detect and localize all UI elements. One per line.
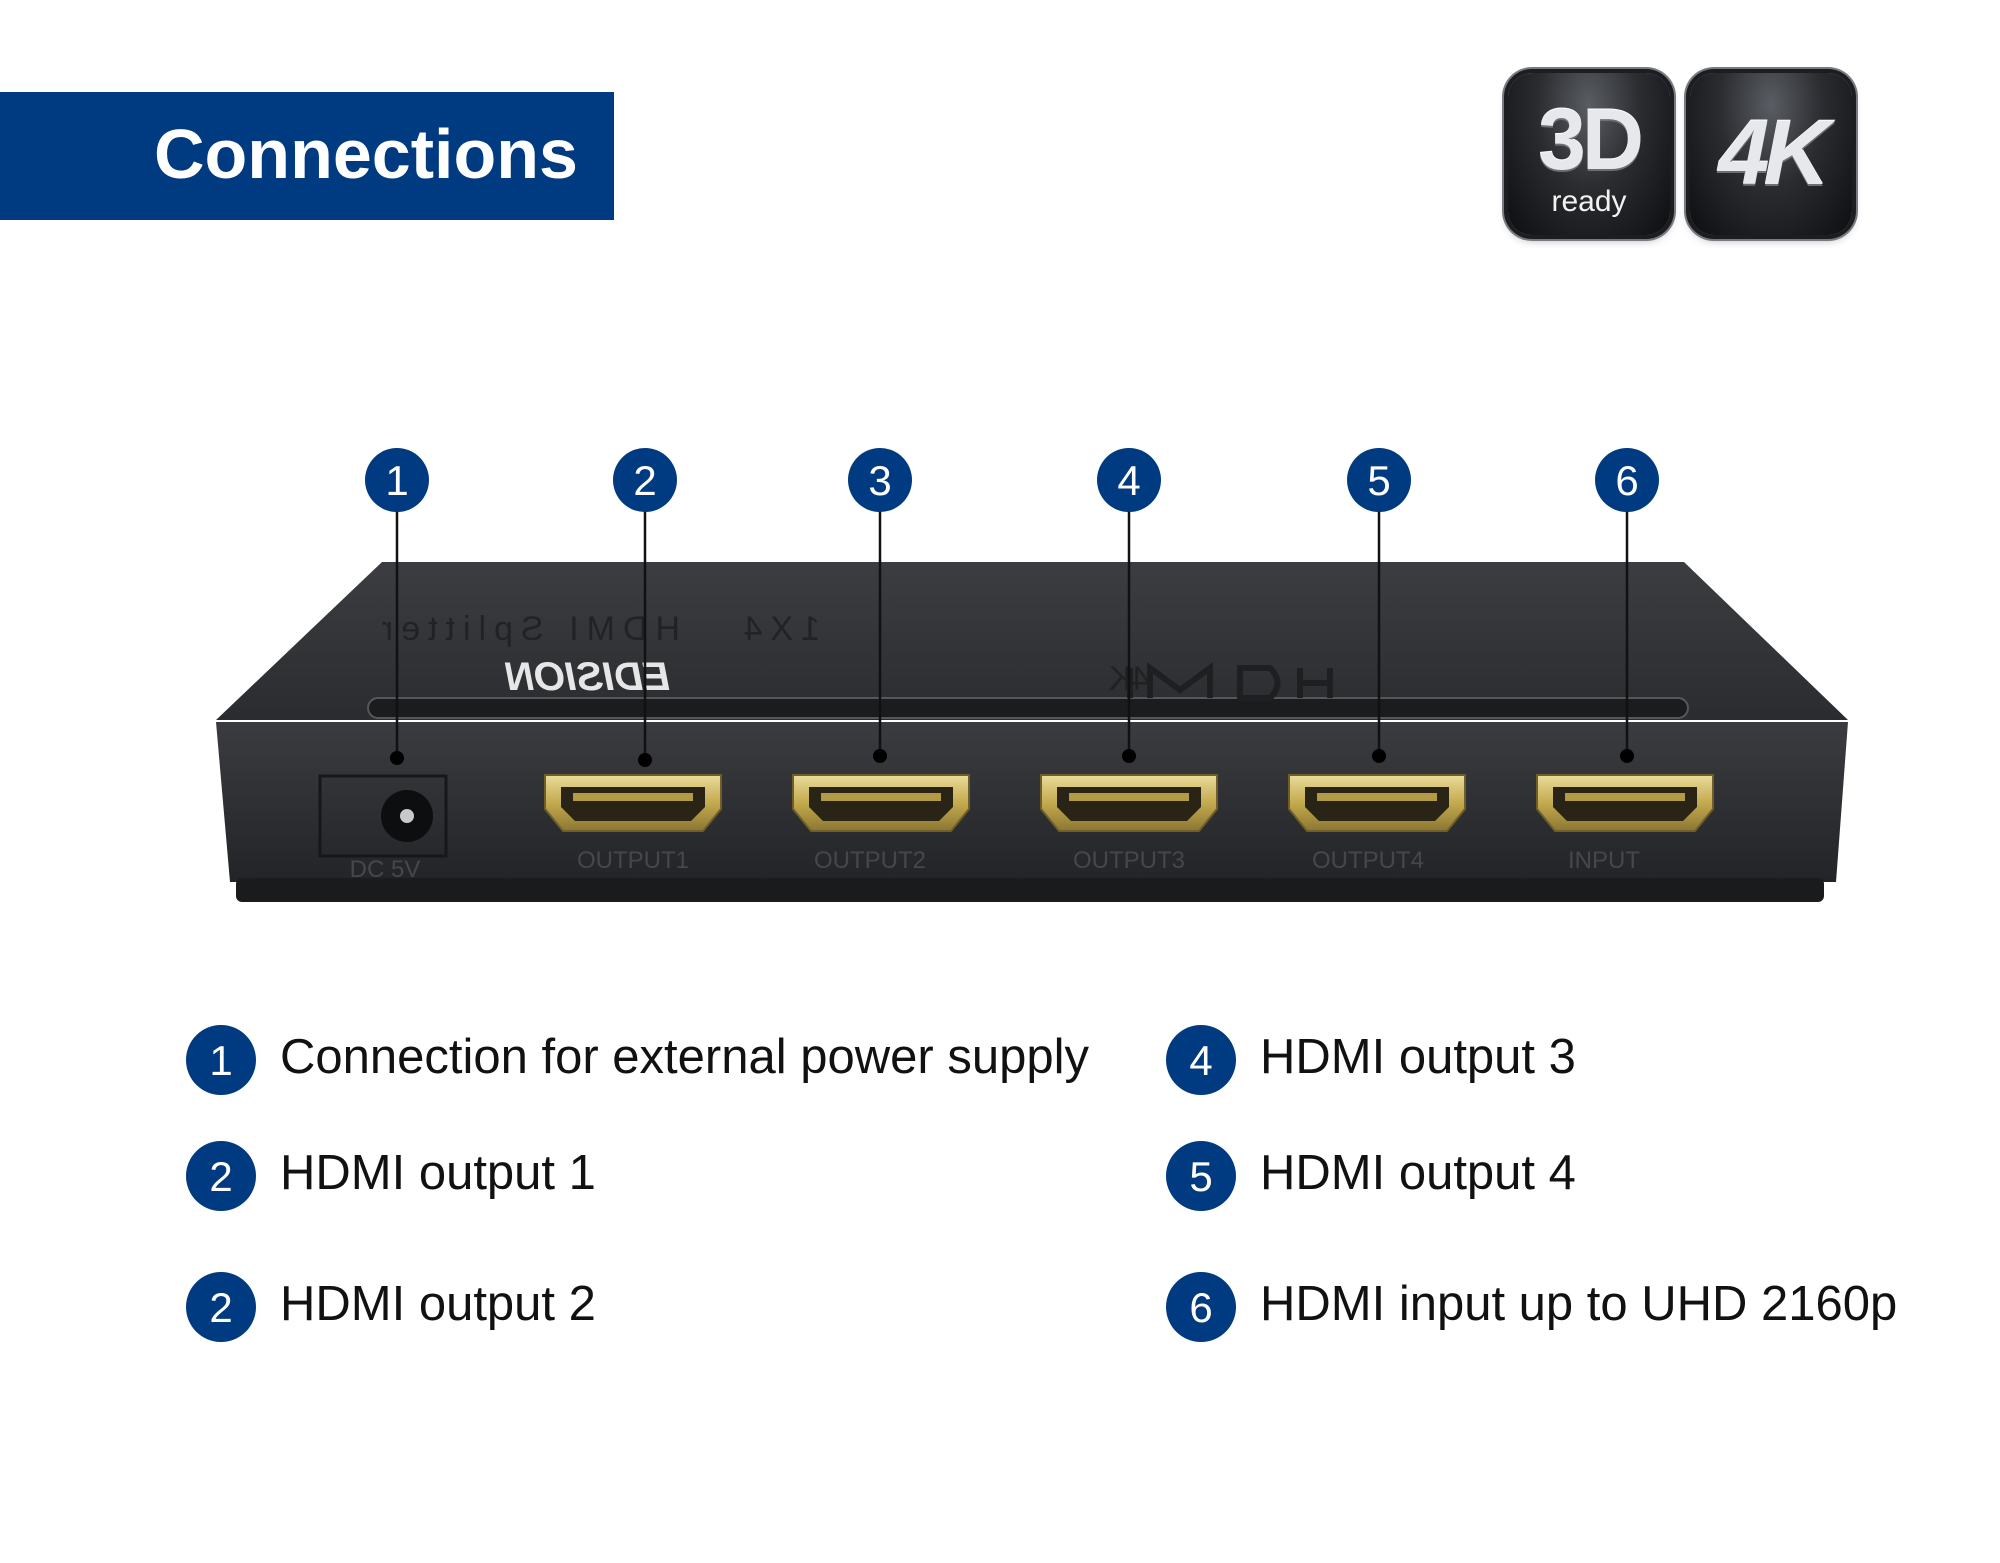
dc-jack-frame [318, 774, 448, 858]
device-front [216, 722, 1848, 882]
legend-number: 5 [1166, 1141, 1236, 1211]
legend-text: Connection for external power supply [280, 1030, 1089, 1084]
4k-badge: 4K [1690, 73, 1852, 235]
callout-number-2: 2 [633, 457, 656, 504]
legend-number: 1 [186, 1025, 256, 1095]
callout-number-3: 3 [868, 457, 891, 504]
device-base [236, 878, 1824, 902]
title-banner: Connections [0, 92, 614, 220]
hdmi-port-input [1536, 774, 1714, 832]
hdmi-port-output4 [1288, 774, 1466, 832]
port-label-output2: OUTPUT2 [814, 847, 926, 874]
top-text-splitter: HDMI Splitter [374, 610, 680, 648]
hdmi-port-output3 [1040, 774, 1218, 832]
legend-number: 2 [186, 1141, 256, 1211]
callout-dot-1 [390, 751, 404, 765]
legend-text: HDMI output 4 [1260, 1146, 1576, 1200]
legend-text: HDMI output 1 [280, 1146, 596, 1200]
hdmi-port-output1 [544, 774, 722, 832]
callout-circle-5 [1347, 448, 1411, 512]
device-illustration: HDMI Splitter 1X4 4K EDISION [216, 448, 1848, 902]
3d-badge-sub: ready [1551, 185, 1627, 218]
callout-number-5: 5 [1367, 457, 1390, 504]
callout-dot-2 [638, 753, 652, 767]
legend-item-5: 5 HDMI output 4 [1166, 1141, 1966, 1211]
callout-dot-4 [1122, 749, 1136, 763]
page-title: Connections [154, 115, 578, 193]
hdmi-logo-mark [1127, 662, 1333, 701]
port-label-input: INPUT [1568, 847, 1640, 874]
legend-number: 2 [186, 1272, 256, 1342]
callout-circle-6 [1595, 448, 1659, 512]
4k-badge-main: 4K [1718, 102, 1830, 204]
legend-number: 6 [1166, 1272, 1236, 1342]
callout-dot-5 [1372, 749, 1386, 763]
port-label-output4: OUTPUT4 [1312, 847, 1424, 874]
legend-item-3: 2 HDMI output 2 [186, 1272, 886, 1342]
legend-text: HDMI output 2 [280, 1277, 596, 1331]
legend-item-6: 6 HDMI input up to UHD 2160p [1166, 1272, 1966, 1342]
legend-number: 4 [1166, 1025, 1236, 1095]
callout-circle-1 [365, 448, 429, 512]
3d-badge-main: 3D [1538, 92, 1644, 188]
legend-item-4: 4 HDMI output 3 [1166, 1025, 1966, 1095]
device-top [216, 562, 1848, 720]
callout-circle-3 [848, 448, 912, 512]
hdmi-port-output2 [792, 774, 970, 832]
callout-number-1: 1 [385, 457, 408, 504]
hdmi-splitter-device: HDMI Splitter 1X4 4K EDISION [216, 448, 1848, 902]
port-label-dc: DC 5V [350, 856, 421, 883]
callout-dot-6 [1620, 749, 1634, 763]
device-groove [367, 697, 1689, 719]
3d-ready-badge: 3D ready [1508, 73, 1670, 235]
brand-logo: EDISION [504, 655, 670, 699]
port-label-output1: OUTPUT1 [577, 847, 689, 874]
callout-circle-4 [1097, 448, 1161, 512]
callout-number-4: 4 [1117, 457, 1140, 504]
legend-item-2: 2 HDMI output 1 [186, 1141, 886, 1211]
top-text-1x4: 1X4 [736, 610, 821, 648]
callout-dot-3 [873, 749, 887, 763]
callout-number-6: 6 [1615, 457, 1638, 504]
legend-text: HDMI input up to UHD 2160p [1260, 1277, 1898, 1331]
port-label-output3: OUTPUT3 [1073, 847, 1185, 874]
legend-text: HDMI output 3 [1260, 1030, 1576, 1084]
legend-item-1: 1 Connection for external power supply [186, 1025, 1136, 1095]
callout-circle-2 [613, 448, 677, 512]
callouts: 1 2 3 4 5 6 [365, 448, 1659, 767]
